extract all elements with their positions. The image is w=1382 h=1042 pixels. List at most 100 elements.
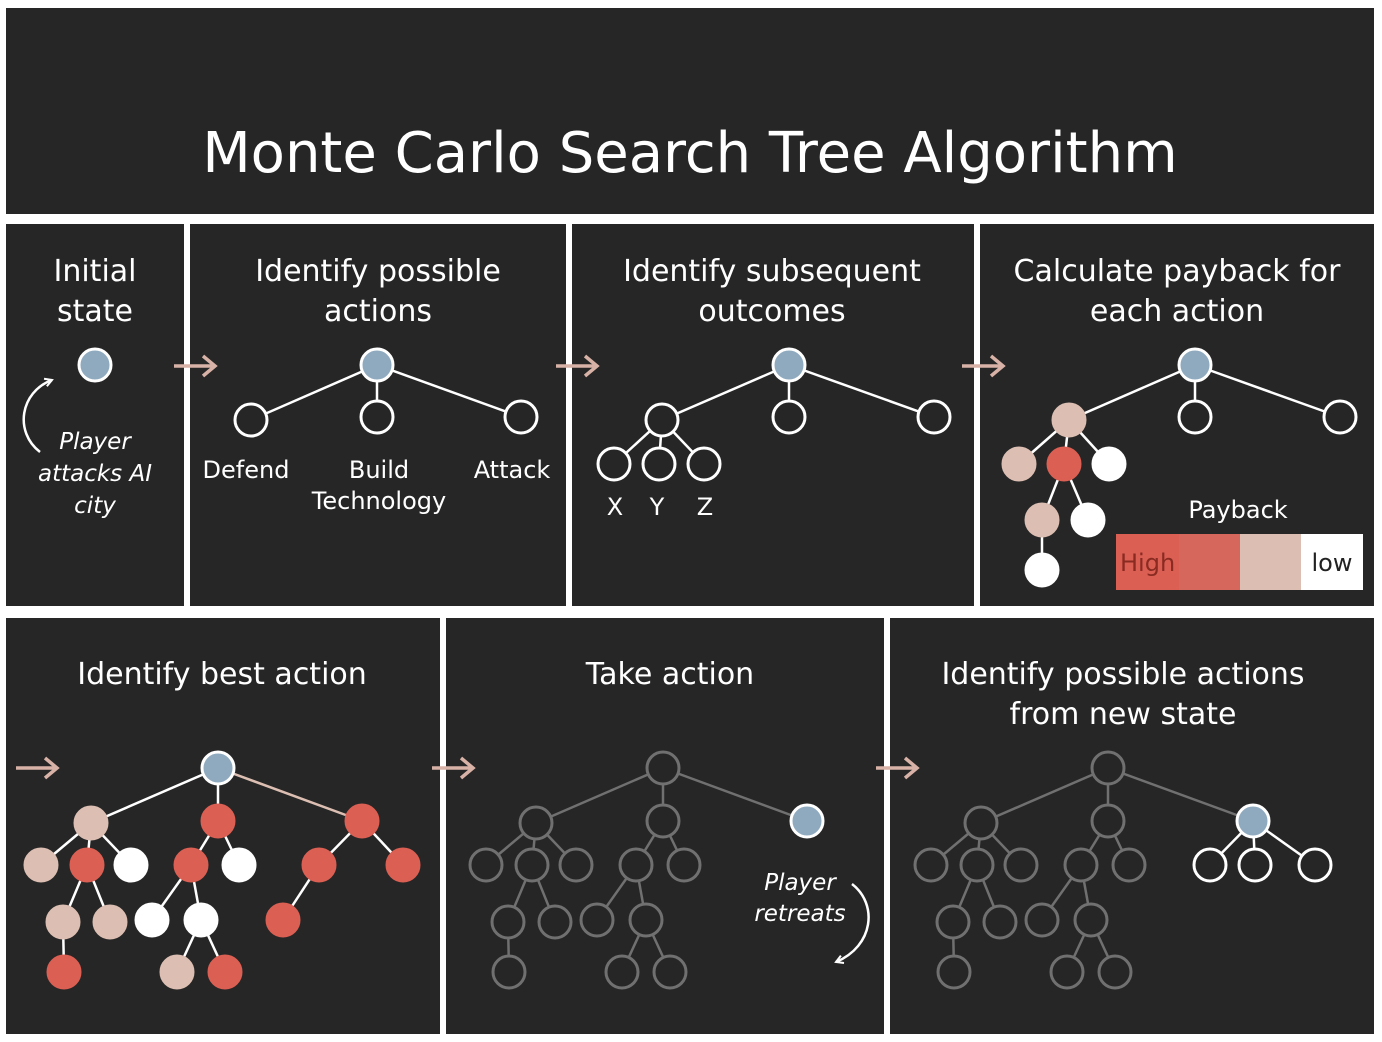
action-label-build: Build xyxy=(349,456,409,484)
current-state-node xyxy=(77,347,113,383)
tree-node xyxy=(1070,502,1106,538)
tree-node xyxy=(1090,803,1126,839)
tree-node xyxy=(491,954,527,990)
player-retreats-note-line1: Player xyxy=(764,870,837,896)
tree-node xyxy=(1090,750,1126,786)
tree-node xyxy=(963,805,999,841)
player-attacks-note-line1: Player xyxy=(59,429,132,455)
panel-4-title-line2: each action xyxy=(1090,294,1264,329)
panel-4-title-line1: Calculate payback for xyxy=(1014,254,1342,289)
tree-node xyxy=(628,902,664,938)
tree-node xyxy=(913,847,949,883)
tree-node xyxy=(579,902,615,938)
payback-legend xyxy=(1116,534,1363,590)
tree-node xyxy=(686,446,722,482)
tree-edge xyxy=(662,766,808,823)
tree-node xyxy=(1192,847,1228,883)
tree-node xyxy=(1024,902,1060,938)
tree-node xyxy=(1073,902,1109,938)
step-arrow-icon xyxy=(432,756,476,780)
legend-swatch-high xyxy=(1116,534,1180,590)
tree-node xyxy=(771,399,807,435)
legend-swatch-medium xyxy=(1240,534,1302,590)
tree-subsequent-outcomes xyxy=(596,347,952,482)
tree-node xyxy=(45,904,81,940)
tree-new-state xyxy=(913,750,1333,990)
panel-3-title-line2: outcomes xyxy=(698,294,845,329)
tree-possible-actions xyxy=(233,347,539,438)
tree-node xyxy=(1051,402,1087,438)
panel-7-title-line2: from new state xyxy=(1010,697,1237,732)
action-label-attack: Attack xyxy=(474,456,551,484)
tree-take-action xyxy=(468,750,825,990)
tree-node xyxy=(916,399,952,435)
tree-node xyxy=(23,847,59,883)
tree-node xyxy=(1097,954,1133,990)
curved-arrow-icon xyxy=(22,380,52,453)
tree-node xyxy=(1024,552,1060,588)
tree-node xyxy=(69,847,105,883)
tree-node xyxy=(468,847,504,883)
tree-node xyxy=(1237,847,1273,883)
panel-6-title: Take action xyxy=(585,657,754,692)
tree-edge xyxy=(90,766,219,825)
step-arrow-icon xyxy=(962,354,1006,378)
panel-2-title-line2: actions xyxy=(324,294,432,329)
tree-node xyxy=(385,847,421,883)
tree-node xyxy=(1091,446,1127,482)
tree-node xyxy=(233,402,269,438)
tree-node xyxy=(359,399,395,435)
tree-node xyxy=(1322,399,1358,435)
tree-edge xyxy=(217,766,363,823)
tree-node xyxy=(301,847,337,883)
tree-edge xyxy=(788,363,935,419)
outcome-label-y: Y xyxy=(649,493,665,521)
tree-node xyxy=(936,954,972,990)
tree-node xyxy=(537,904,573,940)
current-state-node xyxy=(789,803,825,839)
current-state-node xyxy=(1177,347,1213,383)
tree-edge xyxy=(376,363,522,419)
tree-node xyxy=(644,402,680,438)
tree-node xyxy=(490,904,526,940)
panel-1-title-line1: Initial xyxy=(53,254,136,289)
tree-edge xyxy=(250,363,378,422)
curved-arrow-retreat-icon xyxy=(836,883,870,962)
tree-node xyxy=(183,902,219,938)
player-retreats-note-line2: retreats xyxy=(754,901,845,927)
tree-edge xyxy=(1194,363,1341,419)
tree-node xyxy=(159,954,195,990)
current-state-node xyxy=(359,347,395,383)
tree-node xyxy=(935,904,971,940)
tree-node xyxy=(518,805,554,841)
legend-swatch-low xyxy=(1301,534,1363,590)
panel-1-title-line2: state xyxy=(57,294,133,329)
tree-node xyxy=(173,847,209,883)
tree-node xyxy=(1063,847,1099,883)
tree-edge xyxy=(1107,766,1254,823)
outcome-label-x: X xyxy=(607,493,623,521)
tree-node xyxy=(558,847,594,883)
tree-node xyxy=(514,847,550,883)
tree-node xyxy=(1111,847,1147,883)
tree-node xyxy=(46,954,82,990)
action-label-technology: Technology xyxy=(311,487,446,515)
current-state-node xyxy=(1235,803,1271,839)
outcome-label-z: Z xyxy=(697,493,713,521)
legend-high-label: High xyxy=(1120,549,1175,577)
tree-initial-state xyxy=(77,347,113,383)
tree-node xyxy=(1003,847,1039,883)
tree-node xyxy=(265,902,301,938)
tree-node xyxy=(645,803,681,839)
tree-node xyxy=(1024,502,1060,538)
current-state-node xyxy=(771,347,807,383)
step-arrow-icon xyxy=(556,354,600,378)
tree-node xyxy=(604,954,640,990)
tree-node xyxy=(666,847,702,883)
tree-node xyxy=(982,904,1018,940)
tree-node xyxy=(1046,446,1082,482)
header-panel xyxy=(6,8,1374,214)
step-arrow-icon xyxy=(16,756,60,780)
tree-node xyxy=(344,803,380,839)
